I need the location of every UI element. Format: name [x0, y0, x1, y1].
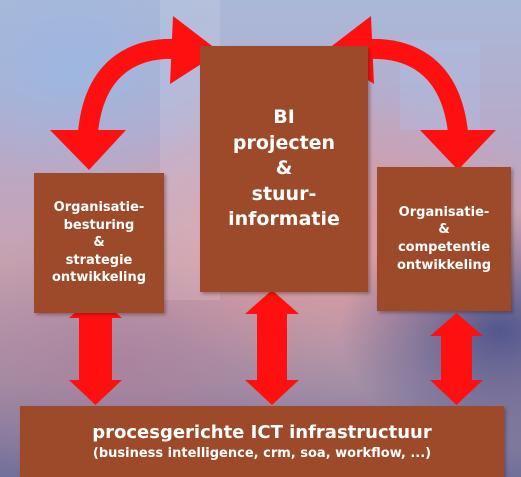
- box-line: informatie: [228, 208, 340, 231]
- vertical-arrow-center: [245, 290, 299, 405]
- box-title: procesgerichte ICT infrastructuur: [92, 421, 432, 443]
- box-line: besturing: [63, 217, 135, 233]
- box-line: projecten: [232, 131, 336, 154]
- box-ict-infrastructuur: procesgerichte ICT infrastructuur (busin…: [20, 406, 504, 477]
- box-line: &: [438, 222, 450, 238]
- box-subtitle: (business intelligence, crm, soa, workfl…: [92, 445, 432, 461]
- curved-arrow-left: [50, 16, 220, 170]
- box-line: &: [275, 157, 293, 180]
- box-line: Organisatie-: [53, 200, 145, 216]
- box-line: Organisatie-: [398, 204, 490, 220]
- box-bi-projecten: BI projecten & stuur- informatie: [200, 46, 368, 292]
- box-line: competentie: [397, 240, 491, 255]
- box-line: ontwikkeling: [51, 270, 147, 286]
- box-line: &: [93, 235, 105, 251]
- box-organisatiebesturing: Organisatie- besturing & strategie ontwi…: [34, 173, 164, 313]
- box-line: BI: [273, 105, 295, 128]
- vertical-arrow-right: [430, 313, 483, 405]
- box-line: stuur-: [251, 182, 317, 205]
- box-competentie-ontwikkeling: Organisatie- & competentie ontwikkeling: [377, 167, 511, 311]
- box-line: strategie: [65, 252, 133, 268]
- box-line: ontwikkeling: [396, 257, 492, 273]
